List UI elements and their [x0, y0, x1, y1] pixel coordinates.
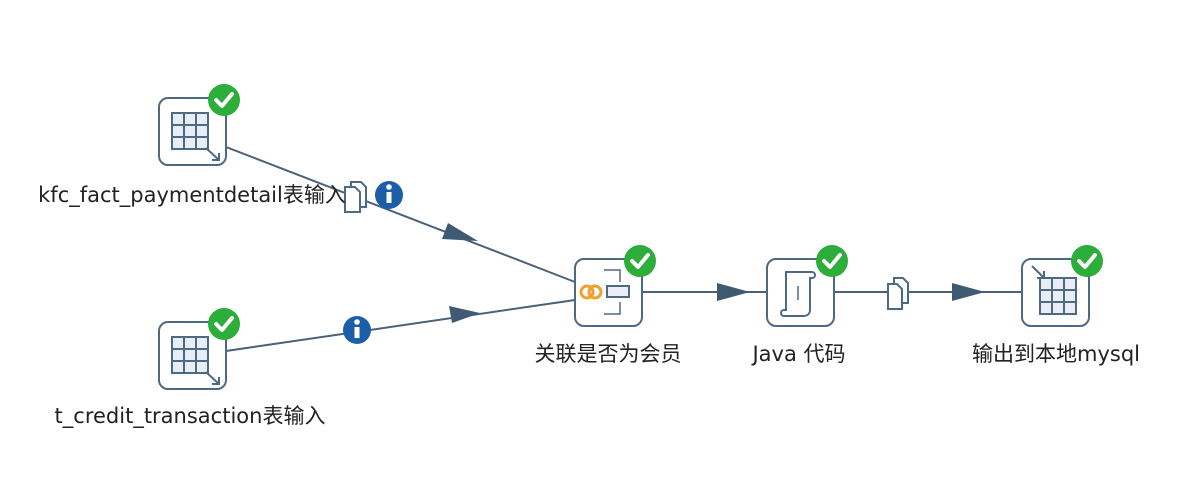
hop-arrow [952, 283, 985, 301]
hop-s1-s3[interactable] [225, 146, 576, 283]
status-ok-icon [1071, 245, 1103, 277]
status-ok-icon [624, 245, 656, 277]
step-s1[interactable]: kfc_fact_paymentdetail表输入 [38, 84, 346, 208]
hop-arrow [717, 283, 750, 301]
step-s4[interactable]: Java 代码 [750, 245, 848, 366]
step-s2[interactable]: t_credit_transaction表输入 [55, 308, 326, 429]
step-s3[interactable]: 关联是否为会员 [535, 245, 682, 366]
step-s5[interactable]: 输出到本地mysql [972, 245, 1140, 366]
step-label: 关联是否为会员 [535, 342, 682, 366]
hop-arrow [449, 306, 480, 323]
step-label: t_credit_transaction表输入 [55, 404, 326, 429]
copy-icon[interactable] [887, 277, 909, 310]
step-label: 输出到本地mysql [972, 342, 1140, 366]
java-script-icon [780, 271, 816, 317]
table-output-icon [1031, 265, 1077, 315]
step-label: kfc_fact_paymentdetail表输入 [38, 183, 346, 208]
hop-s4-s5[interactable] [834, 283, 1022, 301]
merge-join-icon [579, 269, 630, 315]
step-label: Java 代码 [750, 342, 845, 366]
info-icon[interactable] [375, 181, 403, 209]
status-ok-icon [816, 245, 848, 277]
status-ok-icon [208, 308, 240, 340]
hop-arrow [442, 223, 478, 241]
hop-s3-s4[interactable] [642, 283, 767, 301]
info-icon[interactable] [343, 316, 371, 344]
copy-icon[interactable] [344, 181, 367, 213]
hop-s2-s3[interactable] [225, 299, 576, 352]
table-input-icon [171, 336, 220, 385]
status-ok-icon [208, 84, 240, 116]
table-input-icon [171, 112, 220, 161]
